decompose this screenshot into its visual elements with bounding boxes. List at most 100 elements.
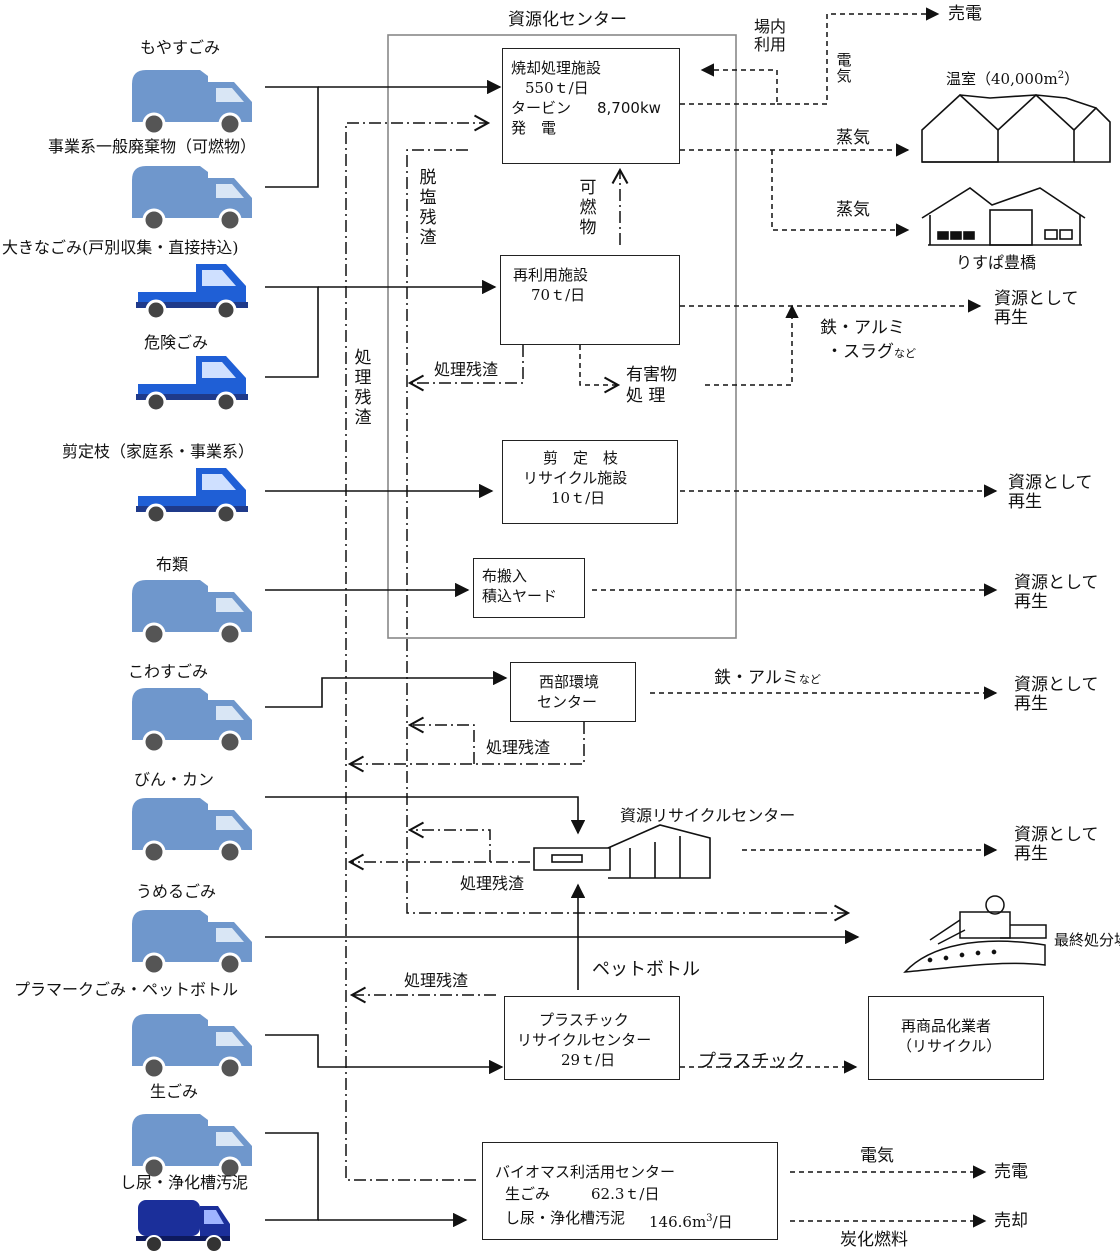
line-treatment-residue — [345, 114, 491, 1181]
packer-truck-icon — [132, 166, 252, 232]
treatment-residue-vertical-label: 処理残渣 — [354, 348, 372, 428]
line-sell-power — [777, 7, 940, 105]
pruning-name2: リサイクル施設 — [523, 469, 628, 487]
packer-truck-icon — [132, 1014, 252, 1080]
west-name: 西部環境 — [539, 673, 600, 691]
packer-truck-icon — [132, 1114, 252, 1180]
biomass-name: バイオマス利活用センター — [495, 1163, 676, 1181]
desalt-residue-label: 脱塩残渣 — [419, 168, 437, 248]
source-label-big: 大きなごみ(戸別収集・直接持込) — [2, 238, 239, 257]
resource-label-1: 資源として再生 — [994, 289, 1079, 328]
plastic-center-box: プラスチック リサイクルセンター 29ｔ/日 — [504, 996, 680, 1080]
line-plastic — [265, 1034, 504, 1075]
line-west-residue — [347, 722, 585, 773]
greenhouse-label: 温室（40,000m2） — [946, 70, 1080, 88]
biomass-center-box: バイオマス利活用センター 生ごみ 62.3ｔ/日 し尿・浄化槽汚泥 146.6m… — [482, 1142, 778, 1240]
recycle-center-label: 資源リサイクルセンター — [620, 806, 796, 825]
packer-truck-icon — [132, 70, 252, 136]
line-bio-join — [265, 1132, 319, 1221]
steam-label-1: 蒸気 — [836, 128, 870, 148]
resource-center-frame — [387, 34, 737, 639]
packer-truck-icon — [132, 688, 252, 754]
greenhouse-icon — [921, 93, 1111, 163]
line-big-garbage — [265, 286, 319, 378]
source-label-umeru: うめるごみ — [136, 882, 217, 901]
dump-truck-icon — [136, 356, 248, 413]
packer-truck-icon — [132, 910, 252, 976]
hazardous-label: 有害物 — [626, 365, 677, 385]
resource-label-3: 資源として再生 — [1014, 573, 1099, 612]
cloth-yard-box: 布搬入 積込ヤード — [473, 558, 585, 618]
dump-truck-icon — [136, 468, 248, 525]
source-label-plastic: プラマークごみ・ペットボトル — [14, 980, 239, 999]
cloth-name2: 積込ヤード — [482, 587, 558, 605]
source-label-namagomi: 生ごみ — [150, 1082, 199, 1101]
reuse-residue-label: 処理残渣 — [434, 360, 499, 379]
line-hazardous — [579, 345, 621, 394]
hazardous-label-2: 処 理 — [626, 386, 666, 406]
iron-al-slag-label-2: ・スラグなど — [826, 342, 916, 362]
pruning-facility-box: 剪 定 枝 リサイクル施設 10ｔ/日 — [502, 440, 678, 524]
line-kowasu — [265, 670, 508, 708]
pet-bottle-label: ペットボトル — [592, 959, 700, 980]
resource-label-4: 資源として再生 — [1014, 675, 1099, 714]
incinerator-box: 焼却処理施設 550ｔ/日 タービン 8,700kw 発 電 — [502, 48, 680, 164]
reseller-box: 再商品化業者 （リサイクル） — [868, 996, 1044, 1080]
bio-electricity-label: 電気 — [860, 1146, 894, 1166]
west-name2: センター — [537, 693, 598, 711]
turbine-output: 8,700kw — [597, 99, 661, 117]
line-moyasu — [265, 86, 319, 188]
packer-truck-icon — [132, 798, 252, 864]
line-recycle-residue2 — [407, 821, 491, 862]
sell-power-label: 売電 — [948, 4, 982, 24]
combustible-label: 可燃物 — [579, 178, 597, 238]
line-desalt-residue — [406, 149, 851, 922]
iron-al-slag-label: 鉄・アルミ — [820, 318, 905, 338]
lispa-label: りすぱ豊橋 — [956, 253, 1037, 272]
source-label-kowasu: こわすごみ — [128, 662, 209, 681]
in-plant-use-label: 場内利用 — [753, 17, 786, 54]
plastic-name: プラスチック — [539, 1011, 629, 1029]
plastic-name2: リサイクルセンター — [517, 1031, 652, 1049]
landfill-label: 最終処分場 — [1054, 931, 1120, 949]
sell-label: 売却 — [994, 1211, 1028, 1231]
dump-truck-icon — [136, 264, 248, 321]
cloth-name: 布搬入 — [482, 567, 528, 585]
line-in-plant — [680, 63, 778, 105]
iron-al-label: 鉄・アルミなど — [714, 668, 821, 688]
incinerator-name: 焼却処理施設 — [511, 59, 602, 77]
reuse-name: 再利用施設 — [513, 266, 589, 284]
steam-label-2: 蒸気 — [836, 200, 870, 220]
landfill-icon — [903, 895, 1047, 973]
bio-sell-power-label: 売電 — [994, 1162, 1028, 1182]
lispa-building-icon — [921, 187, 1086, 246]
biomass-sludge-capacity: 146.6m3/日 — [649, 1213, 733, 1231]
electricity-vertical-label: 電気 — [836, 51, 852, 85]
power-generation-label: 発 電 — [511, 119, 557, 137]
pruning-capacity: 10ｔ/日 — [551, 489, 606, 507]
recycle-building-icon — [533, 824, 711, 879]
pruning-name: 剪 定 枝 — [543, 449, 619, 467]
source-label-bin-can: びん・カン — [134, 770, 215, 789]
line-hazardous-up — [705, 304, 799, 386]
plastic-capacity: 29ｔ/日 — [561, 1051, 616, 1069]
sludge-truck-icon — [136, 1200, 230, 1253]
incinerator-capacity: 550ｔ/日 — [525, 79, 589, 97]
line-bin-can — [265, 796, 586, 835]
source-label-cloth: 布類 — [156, 555, 189, 574]
biomass-food-capacity: 62.3ｔ/日 — [591, 1185, 660, 1203]
reseller-name: 再商品化業者 — [901, 1017, 992, 1035]
source-label-hazardous: 危険ごみ — [144, 333, 209, 352]
west-residue-label: 処理残渣 — [486, 738, 551, 757]
turbine-label: タービン — [511, 99, 572, 117]
reuse-capacity: 70ｔ/日 — [531, 286, 586, 304]
reseller-name2: （リサイクル） — [897, 1037, 1002, 1055]
source-label-business: 事業系一般廃棄物（可燃物） — [48, 137, 257, 156]
source-label-pruning: 剪定枝（家庭系・事業系） — [62, 442, 255, 461]
plastic-flow-label: プラスチック — [698, 1051, 806, 1072]
biomass-food-waste: 生ごみ — [505, 1185, 551, 1203]
resource-label-5: 資源として再生 — [1014, 825, 1099, 864]
line-west-residue2 — [407, 716, 475, 764]
